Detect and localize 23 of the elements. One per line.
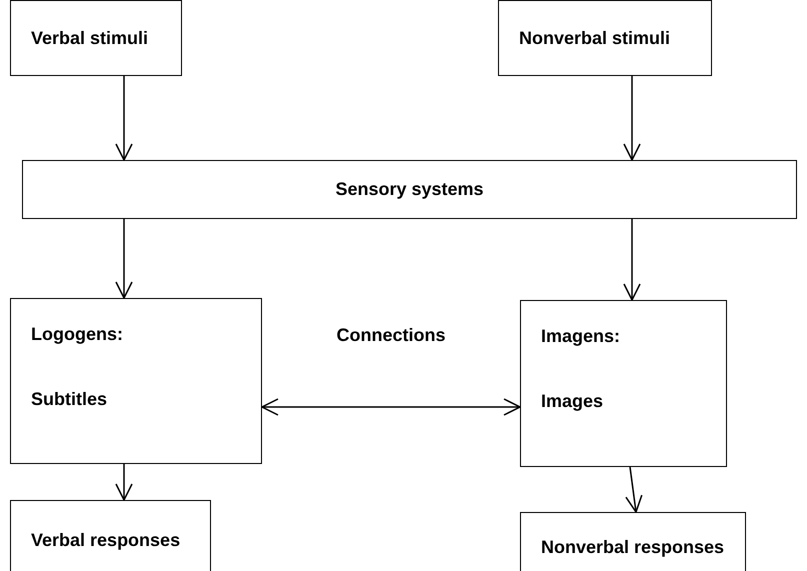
process-box [10,500,211,571]
process-box [520,300,727,467]
process-box [498,0,712,76]
arrow [623,219,641,301]
box-text: Subtitles [31,388,108,410]
process-box [10,0,182,76]
process-box [520,512,746,571]
box-text: Verbal responses [31,528,182,552]
arrow [115,76,133,161]
box-text: Imagens: [541,325,622,348]
process-box [22,160,797,219]
arrow [623,76,641,161]
box-text: Sensory systems [335,178,484,201]
box-text: Images [541,390,604,412]
box-text: Verbal stimuli [31,26,150,50]
arrow [625,466,643,513]
arrow [115,464,133,501]
box-text: Logogens: [31,323,124,346]
arrow [115,219,133,299]
box-text: Nonverbal stimuli [519,26,672,50]
process-box [10,298,262,464]
box-text: Nonverbal responses [541,536,725,558]
arrow [261,398,521,416]
